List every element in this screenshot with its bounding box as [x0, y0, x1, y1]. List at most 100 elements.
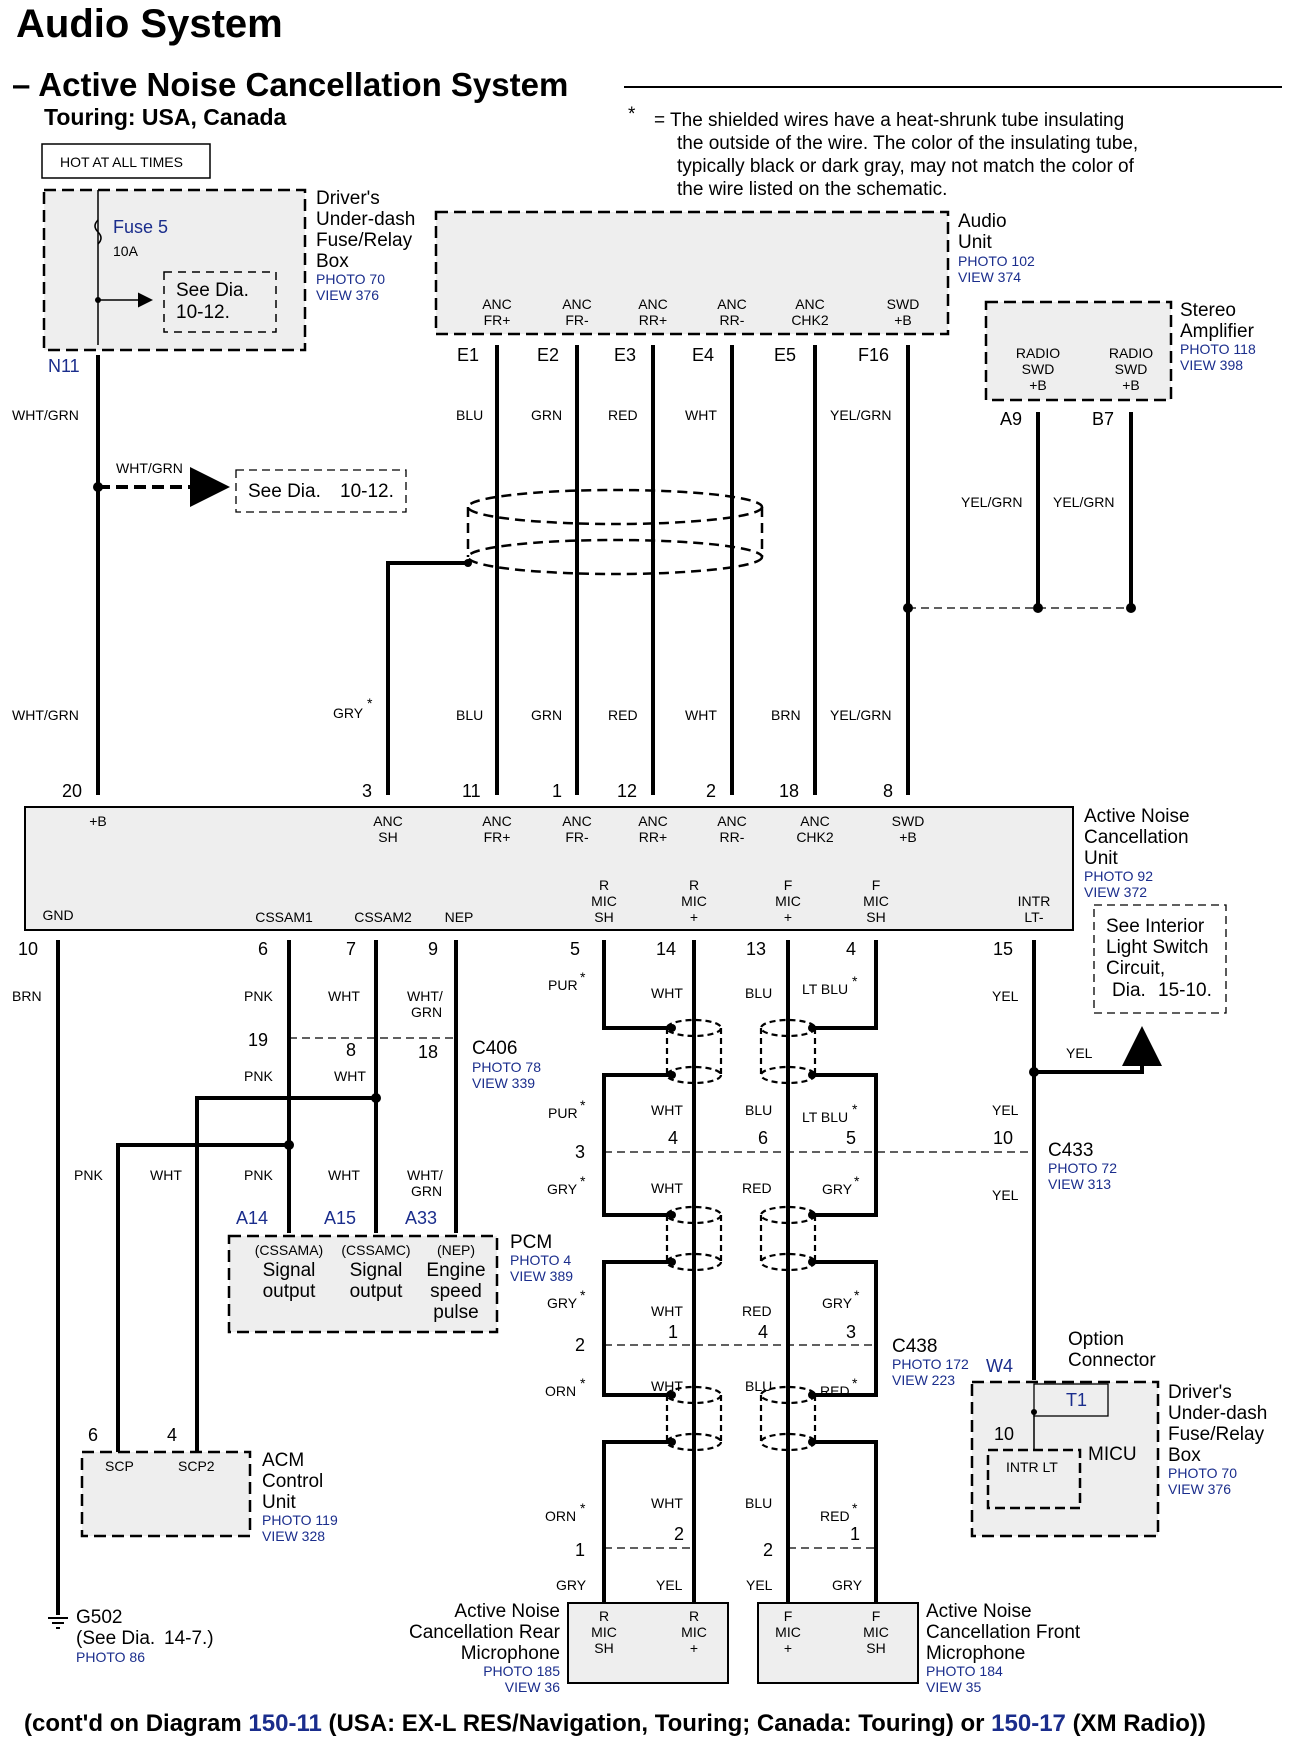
- pin-label: 5: [570, 939, 580, 959]
- terminal-label: INTR: [1018, 893, 1051, 909]
- pin-label: 9: [428, 939, 438, 959]
- fuse-icon: [94, 219, 102, 245]
- rear-mic-view: VIEW 36: [505, 1679, 560, 1695]
- fuse-box-outline: [42, 188, 307, 352]
- stereo-amp-outline: [984, 300, 1173, 402]
- shield-dots: [284, 1024, 1039, 1446]
- terminal-n11: N11: [48, 356, 80, 376]
- wire-color: YEL: [992, 1102, 1019, 1118]
- fuse-box: Fuse 5 10A See Dia. 10-12. Driver's Unde…: [42, 188, 415, 376]
- front-mic-name: Cancellation Front: [926, 1622, 1081, 1643]
- pin-label: 10: [993, 1128, 1013, 1148]
- pin-label: 2: [763, 1540, 773, 1560]
- anc-unit: Active Noise Cancellation Unit PHOTO 92 …: [18, 781, 1190, 959]
- terminal-label: NEP: [445, 909, 474, 925]
- pcm-view: VIEW 389: [510, 1268, 573, 1284]
- wire-color: GRY: [556, 1577, 587, 1593]
- terminal-label: +B: [89, 813, 107, 829]
- audio-unit-name: Unit: [958, 232, 993, 253]
- front-mic-name: Active Noise: [926, 1601, 1032, 1622]
- shield-mark: *: [852, 973, 858, 989]
- pin-label: A14: [236, 1208, 268, 1228]
- wire-color: WHT: [651, 1495, 683, 1511]
- front-mic-name: Microphone: [926, 1643, 1025, 1664]
- pin-label: 18: [418, 1042, 438, 1062]
- terminal-label: CHK2: [796, 829, 834, 845]
- footnote-line: the outside of the wire. The color of th…: [677, 133, 1138, 154]
- see-dia-box: [163, 271, 277, 333]
- wire-color: GRY: [822, 1295, 853, 1311]
- terminal-t1: T1: [1066, 1390, 1087, 1410]
- terminal-label: ANC: [795, 296, 825, 312]
- terminal-label: FR-: [565, 829, 589, 845]
- wire-color: WHT: [150, 1167, 182, 1183]
- splice-dot: [1033, 603, 1043, 613]
- rear-mic-name: Microphone: [461, 1643, 560, 1664]
- wire-color: WHT/GRN: [12, 707, 79, 723]
- fuse-box-photo: PHOTO 70: [316, 271, 385, 287]
- shield-mark: *: [580, 1500, 586, 1516]
- terminal-label: R: [689, 877, 699, 893]
- shield-mark: *: [852, 1101, 858, 1117]
- acm-name: Control: [262, 1471, 323, 1492]
- fuse-label: Fuse 5: [113, 217, 168, 237]
- pin-label: 7: [346, 939, 356, 959]
- pin-label: 2: [706, 781, 716, 801]
- anc-unit-outline: [24, 806, 1074, 931]
- wire-color: GRN: [411, 1183, 442, 1199]
- wire-color: GRY: [822, 1181, 853, 1197]
- pin-label: 3: [846, 1322, 856, 1342]
- terminal-label: LT-: [1024, 909, 1044, 925]
- section-title: – Active Noise Cancellation System: [12, 66, 568, 104]
- audio-unit-outline: [434, 210, 950, 336]
- pin-label: 4: [846, 939, 856, 959]
- shield-mark: *: [367, 695, 373, 711]
- pin-label: E3: [614, 345, 636, 365]
- c438-photo: PHOTO 172: [892, 1356, 969, 1372]
- pin-label: 10: [18, 939, 38, 959]
- rear-mic-name: Active Noise: [454, 1601, 560, 1622]
- pcm-text: pulse: [433, 1302, 478, 1323]
- pcm: A14 A15 A33 (CSSAMA) Signal output (CSSA…: [227, 1208, 573, 1334]
- anc-unit-name: Unit: [1084, 848, 1119, 869]
- terminal-label: ANC: [638, 813, 668, 829]
- wire-color: WHT/GRN: [12, 407, 79, 423]
- acm-terminal: SCP: [105, 1458, 134, 1474]
- wire-pnk-acm: [116, 1143, 289, 1452]
- terminal-label: +B: [1122, 377, 1140, 393]
- terminal-label: +: [690, 1640, 698, 1656]
- micu-label: MICU: [1088, 1444, 1137, 1465]
- see-interior-text: See Interior: [1106, 916, 1205, 937]
- terminal-label: CSSAM2: [354, 909, 412, 925]
- terminal-label: SWD: [892, 813, 925, 829]
- hot-label: HOT AT ALL TIMES: [60, 154, 183, 170]
- c433-view: VIEW 313: [1048, 1176, 1111, 1192]
- anc-unit-view: VIEW 372: [1084, 884, 1147, 900]
- wire-color: WHT/: [407, 1167, 443, 1183]
- terminal-label: ANC: [638, 296, 668, 312]
- pin-label: 3: [575, 1142, 585, 1162]
- shield-cylinder: [466, 488, 764, 576]
- wire-color: BLU: [745, 1378, 772, 1394]
- acm-control-unit: 6 4 SCP SCP2 ACM Control Unit PHOTO 119 …: [80, 1425, 338, 1544]
- pcm-text: Signal: [263, 1260, 316, 1281]
- pcm-name: PCM: [510, 1232, 552, 1253]
- see-dia-text: See Dia.: [176, 280, 249, 301]
- stereo-amp-photo: PHOTO 118: [1180, 341, 1256, 357]
- pin-label: 19: [248, 1030, 268, 1050]
- terminal-label: SH: [866, 1640, 885, 1656]
- wire-color: BLU: [745, 1102, 772, 1118]
- pin-label: 13: [746, 939, 766, 959]
- pin-label: A33: [405, 1208, 437, 1228]
- shield-gaps: [601, 1028, 879, 1442]
- wire-color: YEL: [656, 1577, 683, 1593]
- pcm-code: (NEP): [437, 1242, 475, 1258]
- option-connector-name: Connector: [1068, 1350, 1156, 1371]
- pcm-photo: PHOTO 4: [510, 1252, 571, 1268]
- terminal-label: RR-: [720, 312, 745, 328]
- wire-color: RED: [742, 1303, 772, 1319]
- wire-color: WHT: [651, 985, 683, 1001]
- audio-unit-photo: PHOTO 102: [958, 253, 1035, 269]
- see-dia-number: 10-12.: [176, 302, 230, 323]
- pin-label: 8: [883, 781, 893, 801]
